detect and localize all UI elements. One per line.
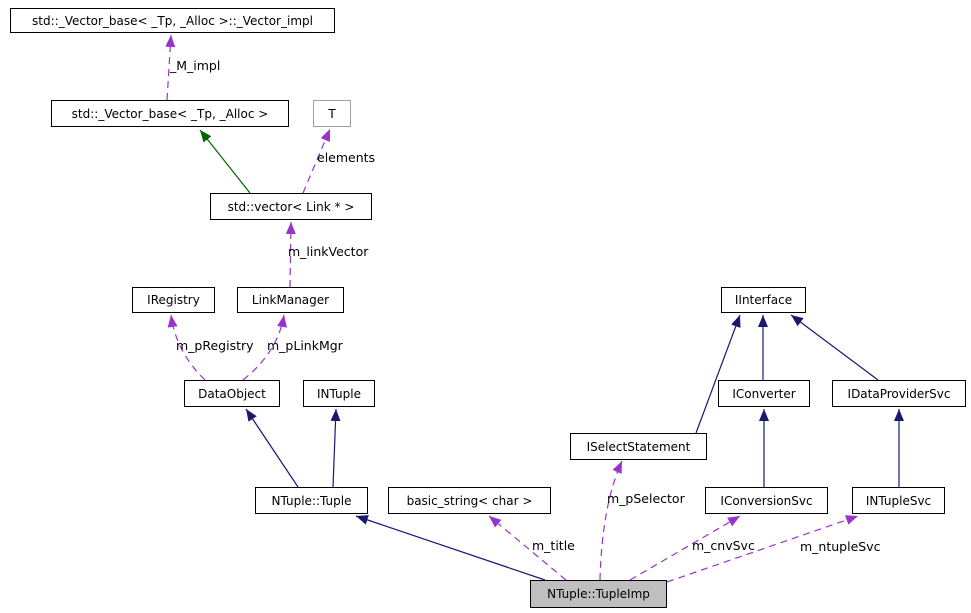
node-idataprovidersvc[interactable]: IDataProviderSvc xyxy=(832,380,966,407)
edge-dataobject-to-iregistry-m-pregistry xyxy=(167,314,206,381)
node-template-t[interactable]: T xyxy=(313,100,351,127)
node-vector-impl[interactable]: std::_Vector_base< _Tp, _Alloc >::_Vecto… xyxy=(10,8,335,33)
edge-tupleimp-to-intuplesvc-m-ntuplesvc xyxy=(666,515,859,583)
edge-label-m-impl: _M_impl xyxy=(170,58,221,73)
node-dataobject[interactable]: DataObject xyxy=(184,380,280,407)
edge-tupleimp-to-tuple xyxy=(355,515,546,581)
node-vector-base[interactable]: std::_Vector_base< _Tp, _Alloc > xyxy=(51,100,289,127)
edge-label-m-plinkmgr: m_pLinkMgr xyxy=(267,338,343,353)
edge-linkmanager-to-vector-m-linkvector xyxy=(285,221,296,288)
edge-label-m-pregistry: m_pRegistry xyxy=(176,338,254,353)
edge-tupleimp-to-basicstring-m-title xyxy=(488,515,567,581)
node-intuple[interactable]: INTuple xyxy=(303,380,375,407)
node-iregistry[interactable]: IRegistry xyxy=(132,287,215,313)
edge-label-elements: elements xyxy=(317,150,376,165)
edge-tupleimp-to-iconversionsvc-m-cnvsvc xyxy=(629,515,741,581)
node-iconversionsvc[interactable]: IConversionSvc xyxy=(705,487,828,514)
edge-label-m-ntuplesvc: m_ntupleSvc xyxy=(800,539,881,554)
node-iinterface[interactable]: IInterface xyxy=(721,287,806,313)
edge-label-m-title: m_title xyxy=(532,538,575,553)
node-iconverter[interactable]: IConverter xyxy=(718,380,810,407)
node-ntuple-tuple[interactable]: NTuple::Tuple xyxy=(255,487,368,514)
edge-label-m-cnvsvc: m_cnvSvc xyxy=(692,538,755,553)
edge-iselectstatement-to-iinterface xyxy=(695,314,741,434)
edge-vectorbase-to-vectorimpl-m-impl xyxy=(165,34,176,101)
node-std-vector-link[interactable]: std::vector< Link * > xyxy=(210,193,372,220)
node-ntuple-tupleimp[interactable]: NTuple::TupleImp xyxy=(530,580,667,608)
node-intuplesvc[interactable]: INTupleSvc xyxy=(852,487,945,514)
edge-idataprovidersvc-to-iinterface xyxy=(790,314,879,381)
edge-label-m-pselector: m_pSelector xyxy=(607,491,685,506)
edge-tuple-to-dataobject xyxy=(245,408,299,488)
edge-dataobject-to-linkmanager-m-plinkmgr xyxy=(242,314,288,381)
node-iselectstatement[interactable]: ISelectStatement xyxy=(570,433,707,460)
edge-vector-to-vectorbase xyxy=(199,129,251,194)
edge-label-m-linkvector: m_linkVector xyxy=(288,244,369,259)
node-basic-string[interactable]: basic_string< char > xyxy=(388,487,551,514)
edge-tupleimp-to-iselectstatement-m-pselector xyxy=(599,460,623,581)
node-linkmanager[interactable]: LinkManager xyxy=(237,287,344,313)
edge-tuple-to-intuple xyxy=(330,408,341,488)
